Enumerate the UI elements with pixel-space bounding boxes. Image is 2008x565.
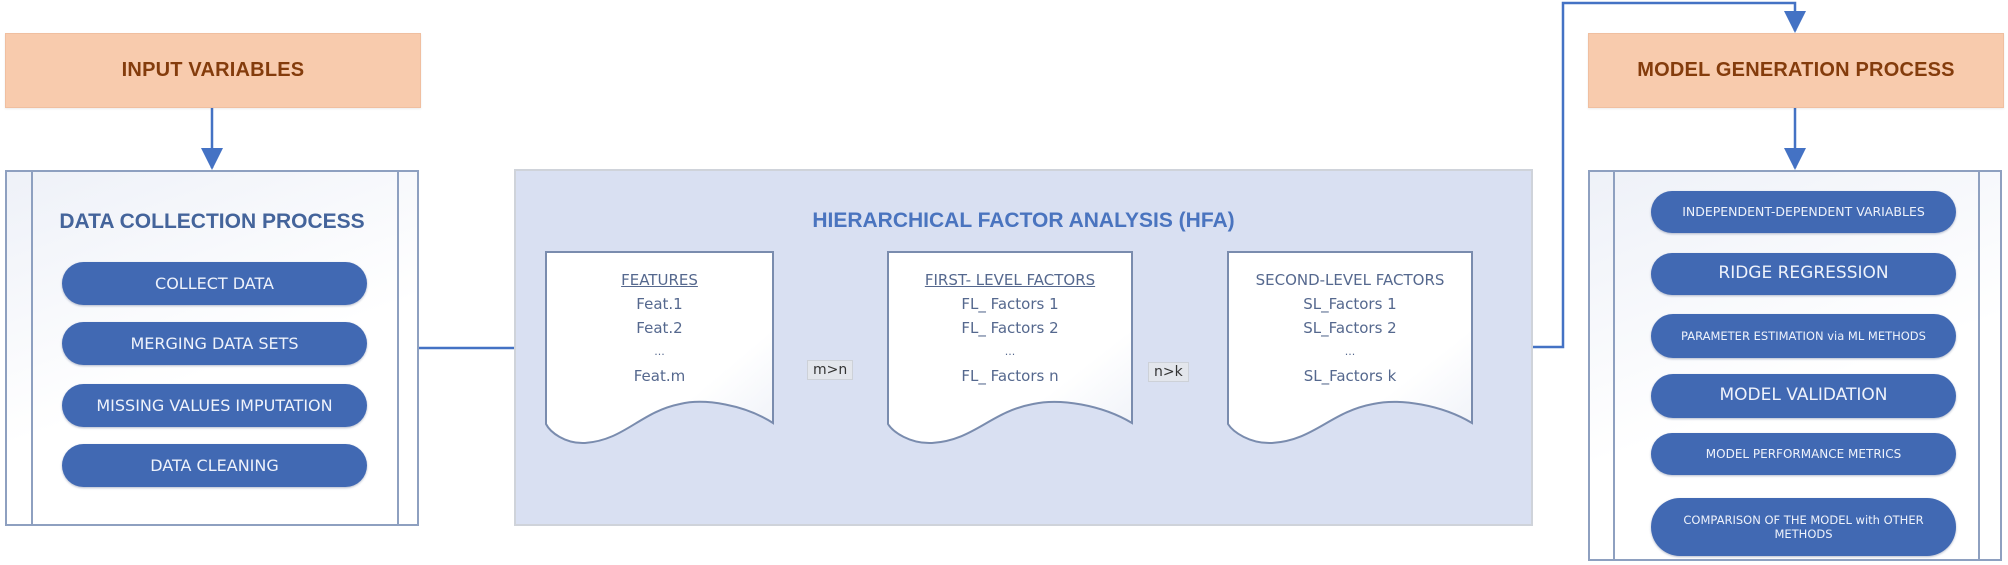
step-label: DATA CLEANING	[150, 455, 279, 475]
doc-ellipsis: ...	[1344, 345, 1356, 358]
panel-divider	[1978, 172, 1980, 559]
panel-divider	[397, 172, 399, 524]
doc-item: FL_ Factors 1	[961, 295, 1059, 313]
step-label: MODEL PERFORMANCE METRICS	[1705, 446, 1902, 461]
step-label: COMPARISON OF THE MODEL with OTHER METHO…	[1683, 512, 1924, 541]
step-label: COLLECT DATA	[155, 273, 274, 293]
doc-ellipsis: ...	[654, 345, 665, 358]
step-merging-data-sets[interactable]: MERGING DATA SETS	[62, 322, 367, 365]
doc-item: FL_ Factors n	[961, 367, 1059, 385]
step-label: PARAMETER ESTIMATION via ML METHODS	[1681, 328, 1926, 343]
panel-divider	[1613, 172, 1615, 559]
step-comparison-with-other-methods[interactable]: COMPARISON OF THE MODEL with OTHER METHO…	[1651, 498, 1956, 556]
input-variables-label: INPUT VARIABLES	[121, 59, 305, 81]
step-collect-data[interactable]: COLLECT DATA	[62, 262, 367, 305]
step-model-validation[interactable]: MODEL VALIDATION	[1651, 374, 1956, 418]
step-label: INDEPENDENT-DEPENDENT VARIABLES	[1682, 204, 1925, 220]
first-level-heading: FIRST- LEVEL FACTORS	[924, 271, 1096, 289]
step-label: MODEL VALIDATION	[1719, 385, 1888, 406]
doc-item: Feat.2	[636, 319, 683, 337]
step-label: MISSING VALUES IMPUTATION	[96, 395, 333, 415]
hfa-title: HIERARCHICAL FACTOR ANALYSIS (HFA)	[812, 209, 1235, 232]
step-independent-dependent-variables[interactable]: INDEPENDENT-DEPENDENT VARIABLES	[1651, 191, 1956, 233]
input-variables-header: INPUT VARIABLES	[5, 33, 421, 108]
doc-item: SL_Factors k	[1303, 367, 1397, 385]
step-label: MERGING DATA SETS	[130, 333, 299, 353]
step-model-performance-metrics[interactable]: MODEL PERFORMANCE METRICS	[1651, 433, 1956, 475]
data-collection-title: DATA COLLECTION PROCESS	[59, 210, 365, 233]
step-label: RIDGE REGRESSION	[1718, 263, 1889, 284]
second-level-heading: SECOND-LEVEL FACTORS	[1255, 271, 1445, 289]
step-data-cleaning[interactable]: DATA CLEANING	[62, 444, 367, 487]
data-collection-panel: DATA COLLECTION PROCESS COLLECT DATA MER…	[5, 170, 419, 526]
transition-label-n-gt-k: n>k	[1148, 362, 1189, 382]
arrow-hfa-to-model	[1532, 1, 1806, 349]
doc-item: SL_Factors 1	[1303, 295, 1397, 313]
doc-item: Feat.1	[636, 295, 683, 313]
model-generation-header: MODEL GENERATION PROCESS	[1588, 33, 2004, 108]
transition-label-m-gt-n: m>n	[807, 360, 854, 380]
features-heading: FEATURES	[621, 271, 698, 289]
doc-ellipsis: ...	[1004, 345, 1016, 358]
doc-item: SL_Factors 2	[1303, 319, 1397, 337]
panel-divider	[31, 172, 33, 524]
doc-item: Feat.m	[633, 367, 686, 385]
step-parameter-estimation[interactable]: PARAMETER ESTIMATION via ML METHODS	[1651, 314, 1956, 358]
step-missing-values-imputation[interactable]: MISSING VALUES IMPUTATION	[62, 384, 367, 427]
step-ridge-regression[interactable]: RIDGE REGRESSION	[1651, 253, 1956, 295]
doc-item: FL_ Factors 2	[961, 319, 1059, 337]
model-generation-label: MODEL GENERATION PROCESS	[1637, 59, 1955, 81]
model-generation-panel: INDEPENDENT-DEPENDENT VARIABLES RIDGE RE…	[1588, 170, 2002, 561]
